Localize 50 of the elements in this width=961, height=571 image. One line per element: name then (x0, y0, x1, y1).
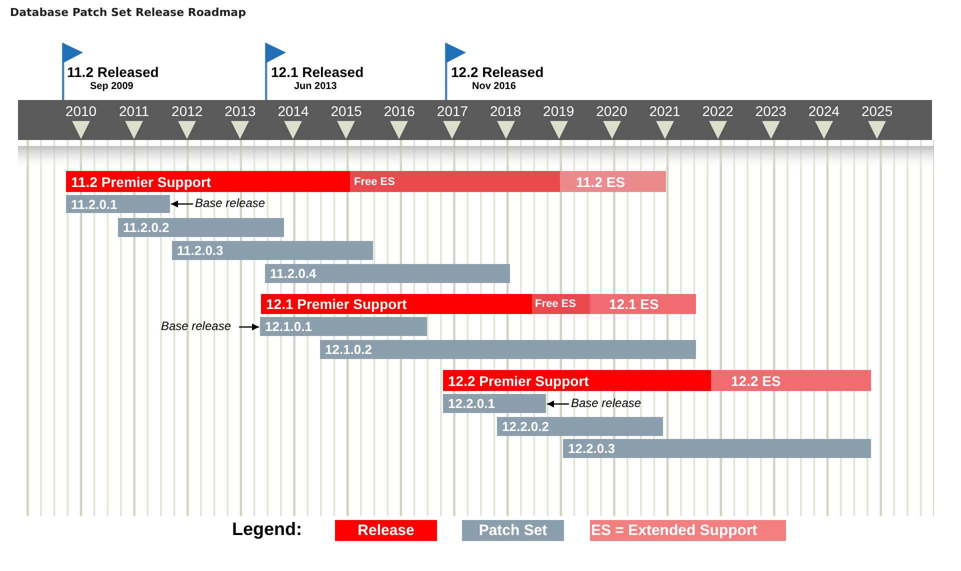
legend-key: Patch Set (462, 520, 564, 541)
extended-support-bar: 12.1 ES (590, 294, 696, 314)
year-label: 2011 (119, 103, 150, 119)
legend-title: Legend: (232, 519, 302, 540)
premier-support-bar: 12.1 Premier Support (261, 294, 532, 314)
year-label: 2024 (808, 103, 840, 119)
note-text: Base release (195, 196, 266, 211)
patch-set-bar: 11.2.0.1 (66, 195, 170, 213)
year-label: 2018 (490, 103, 522, 119)
year-label: 2020 (596, 103, 628, 119)
patch-set-bar: 12.1.0.1 (260, 317, 427, 336)
year-label: 2019 (543, 103, 574, 119)
leader-arrow (239, 324, 259, 330)
note-text: Base release (160, 319, 231, 334)
free-es-bar: Free ES (532, 294, 590, 314)
patch-set-bar: 12.2.0.2 (497, 417, 663, 436)
release-label: 12.1 Released (271, 64, 364, 80)
patch-set-bar: 12.2.0.1 (443, 394, 546, 413)
year-label: 2013 (224, 103, 256, 119)
release-date: Jun 2013 (294, 81, 337, 92)
leader-arrow (171, 200, 193, 208)
legend-key: Release (335, 520, 437, 541)
free-es-bar: Free ES (350, 171, 560, 192)
extended-support-bar: 12.2 ES (711, 370, 871, 391)
year-label: 2016 (384, 103, 415, 119)
year-label: 2014 (278, 103, 309, 119)
year-label: 2015 (330, 103, 362, 119)
release-date: Nov 2016 (472, 81, 516, 92)
chart-title: Database Patch Set Release Roadmap (10, 6, 246, 19)
patch-set-bar: 11.2.0.3 (172, 241, 373, 260)
extended-support-bar: 11.2 ES (560, 171, 666, 192)
release-label: 12.2 Released (451, 64, 544, 80)
release-date: Sep 2009 (90, 81, 134, 92)
year-label: 2022 (702, 103, 734, 119)
note-text: Base release (571, 396, 642, 411)
leader-arrow (547, 400, 569, 408)
year-label: 2017 (436, 103, 468, 119)
patch-set-bar: 11.2.0.2 (118, 218, 284, 237)
legend-key: ES = Extended Support (590, 520, 786, 541)
year-label: 2010 (65, 103, 97, 119)
patch-set-bar: 12.2.0.3 (563, 439, 871, 458)
premier-support-bar: 12.2 Premier Support (443, 370, 711, 391)
year-label: 2023 (755, 103, 786, 119)
patch-set-bar: 12.1.0.2 (320, 340, 696, 359)
patch-set-bar: 11.2.0.4 (265, 264, 510, 283)
year-label: 2025 (861, 103, 893, 119)
year-label: 2021 (649, 103, 680, 119)
release-label: 11.2 Released (67, 64, 159, 80)
premier-support-bar: 11.2 Premier Support (66, 171, 350, 192)
year-label: 2012 (172, 103, 203, 119)
